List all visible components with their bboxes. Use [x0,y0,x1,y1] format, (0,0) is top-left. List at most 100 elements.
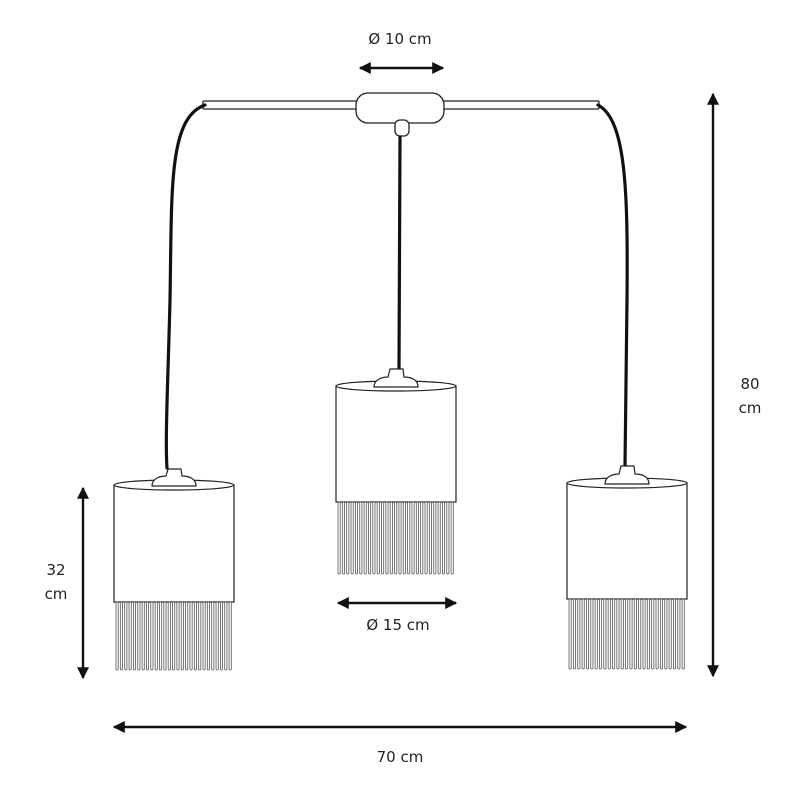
shade-left-cap [151,468,197,487]
fringe-strand [590,598,594,670]
fringe-strand [154,601,158,671]
fringe-strand [389,501,393,575]
fringe-strand [437,501,441,575]
fringe-strand [159,601,163,671]
cables [164,103,629,470]
shade-right-body [566,482,688,600]
fringe-strand [651,598,655,670]
shade-left-fringe [115,601,232,671]
fringe-strand [185,601,189,671]
fringe-strand [677,598,681,670]
fringe-strand [224,601,228,671]
shade-diameter-label: Ø 15 cm [366,616,430,634]
fringe-strand [415,501,419,575]
fringe-strand [359,501,363,575]
shade-left-body [113,484,235,603]
canopy [355,92,445,124]
fringe-strand [189,601,193,671]
fringe-strand [638,598,642,670]
fringe-strand [420,501,424,575]
fringe-strand [202,601,206,671]
shade-right-fringe [568,598,685,670]
shade-center-fringe [337,501,454,575]
dimension-arrows [77,62,719,733]
fringe-strand [167,601,171,671]
fringe-strand [176,601,180,671]
cable-left [164,103,207,470]
fringe-strand [398,501,402,575]
fringe-strand [163,601,167,671]
fringe-strand [402,501,406,575]
fringe-strand [433,501,437,575]
canopy-cable-grip [394,119,410,137]
cable-center [397,135,402,374]
fringe-strand [115,601,119,671]
fringe-strand [346,501,350,575]
fringe-strand [441,501,445,575]
fringe-strand [372,501,376,575]
fringe-strand [428,501,432,575]
total-height-label: 80 cm [722,372,778,420]
mounting-bar-left [202,100,359,110]
fringe-strand [411,501,415,575]
fringe-strand [407,501,411,575]
canopy-diameter-label: Ø 10 cm [368,30,432,48]
fringe-strand [673,598,677,670]
total-height-unit: cm [738,399,762,417]
fringe-strand [594,598,598,670]
shade-center [335,368,457,575]
fringe-strand [350,501,354,575]
fringe-strand [568,598,572,670]
fringe-strand [620,598,624,670]
fringe-strand [180,601,184,671]
fringe-strand [603,598,607,670]
fringe-strand [137,601,141,671]
fringe-strand [586,598,590,670]
fringe-strand [363,501,367,575]
fringe-strand [119,601,123,671]
fringe-strand [354,501,358,575]
fringe-strand [337,501,341,575]
fringe-strand [599,598,603,670]
fringe-strand [206,601,210,671]
fringe-strand [655,598,659,670]
fringe-strand [193,601,197,671]
fringe-strand [572,598,576,670]
fringe-strand [198,601,202,671]
fringe-strand [128,601,132,671]
fringe-strand [646,598,650,670]
fringe-strand [577,598,581,670]
fringe-strand [376,501,380,575]
fringe-strand [681,598,685,670]
shade-center-body [335,385,457,503]
shade-height-label: 32 cm [30,558,82,606]
fringe-strand [446,501,450,575]
shade-center-cap [373,368,419,388]
total-height-value: 80 [740,375,760,393]
fringe-strand [450,501,454,575]
fringe-strand [642,598,646,670]
ceiling-mount [202,92,600,137]
fringe-strand [612,598,616,670]
fringe-strand [385,501,389,575]
fringe-strand [616,598,620,670]
fringe-strand [664,598,668,670]
cable-right [596,103,629,468]
fringe-strand [607,598,611,670]
shade-right [566,465,688,670]
fringe-strand [629,598,633,670]
fringe-strand [668,598,672,670]
fringe-strand [146,601,150,671]
shade-left [113,468,235,671]
fringe-strand [219,601,223,671]
fringe-strand [132,601,136,671]
fringe-strand [211,601,215,671]
fringe-strand [368,501,372,575]
mounting-bar-right [441,100,600,110]
fringe-strand [215,601,219,671]
total-width-label: 70 cm [376,748,424,766]
fringe-strand [172,601,176,671]
fringe-strand [124,601,128,671]
fringe-strand [424,501,428,575]
